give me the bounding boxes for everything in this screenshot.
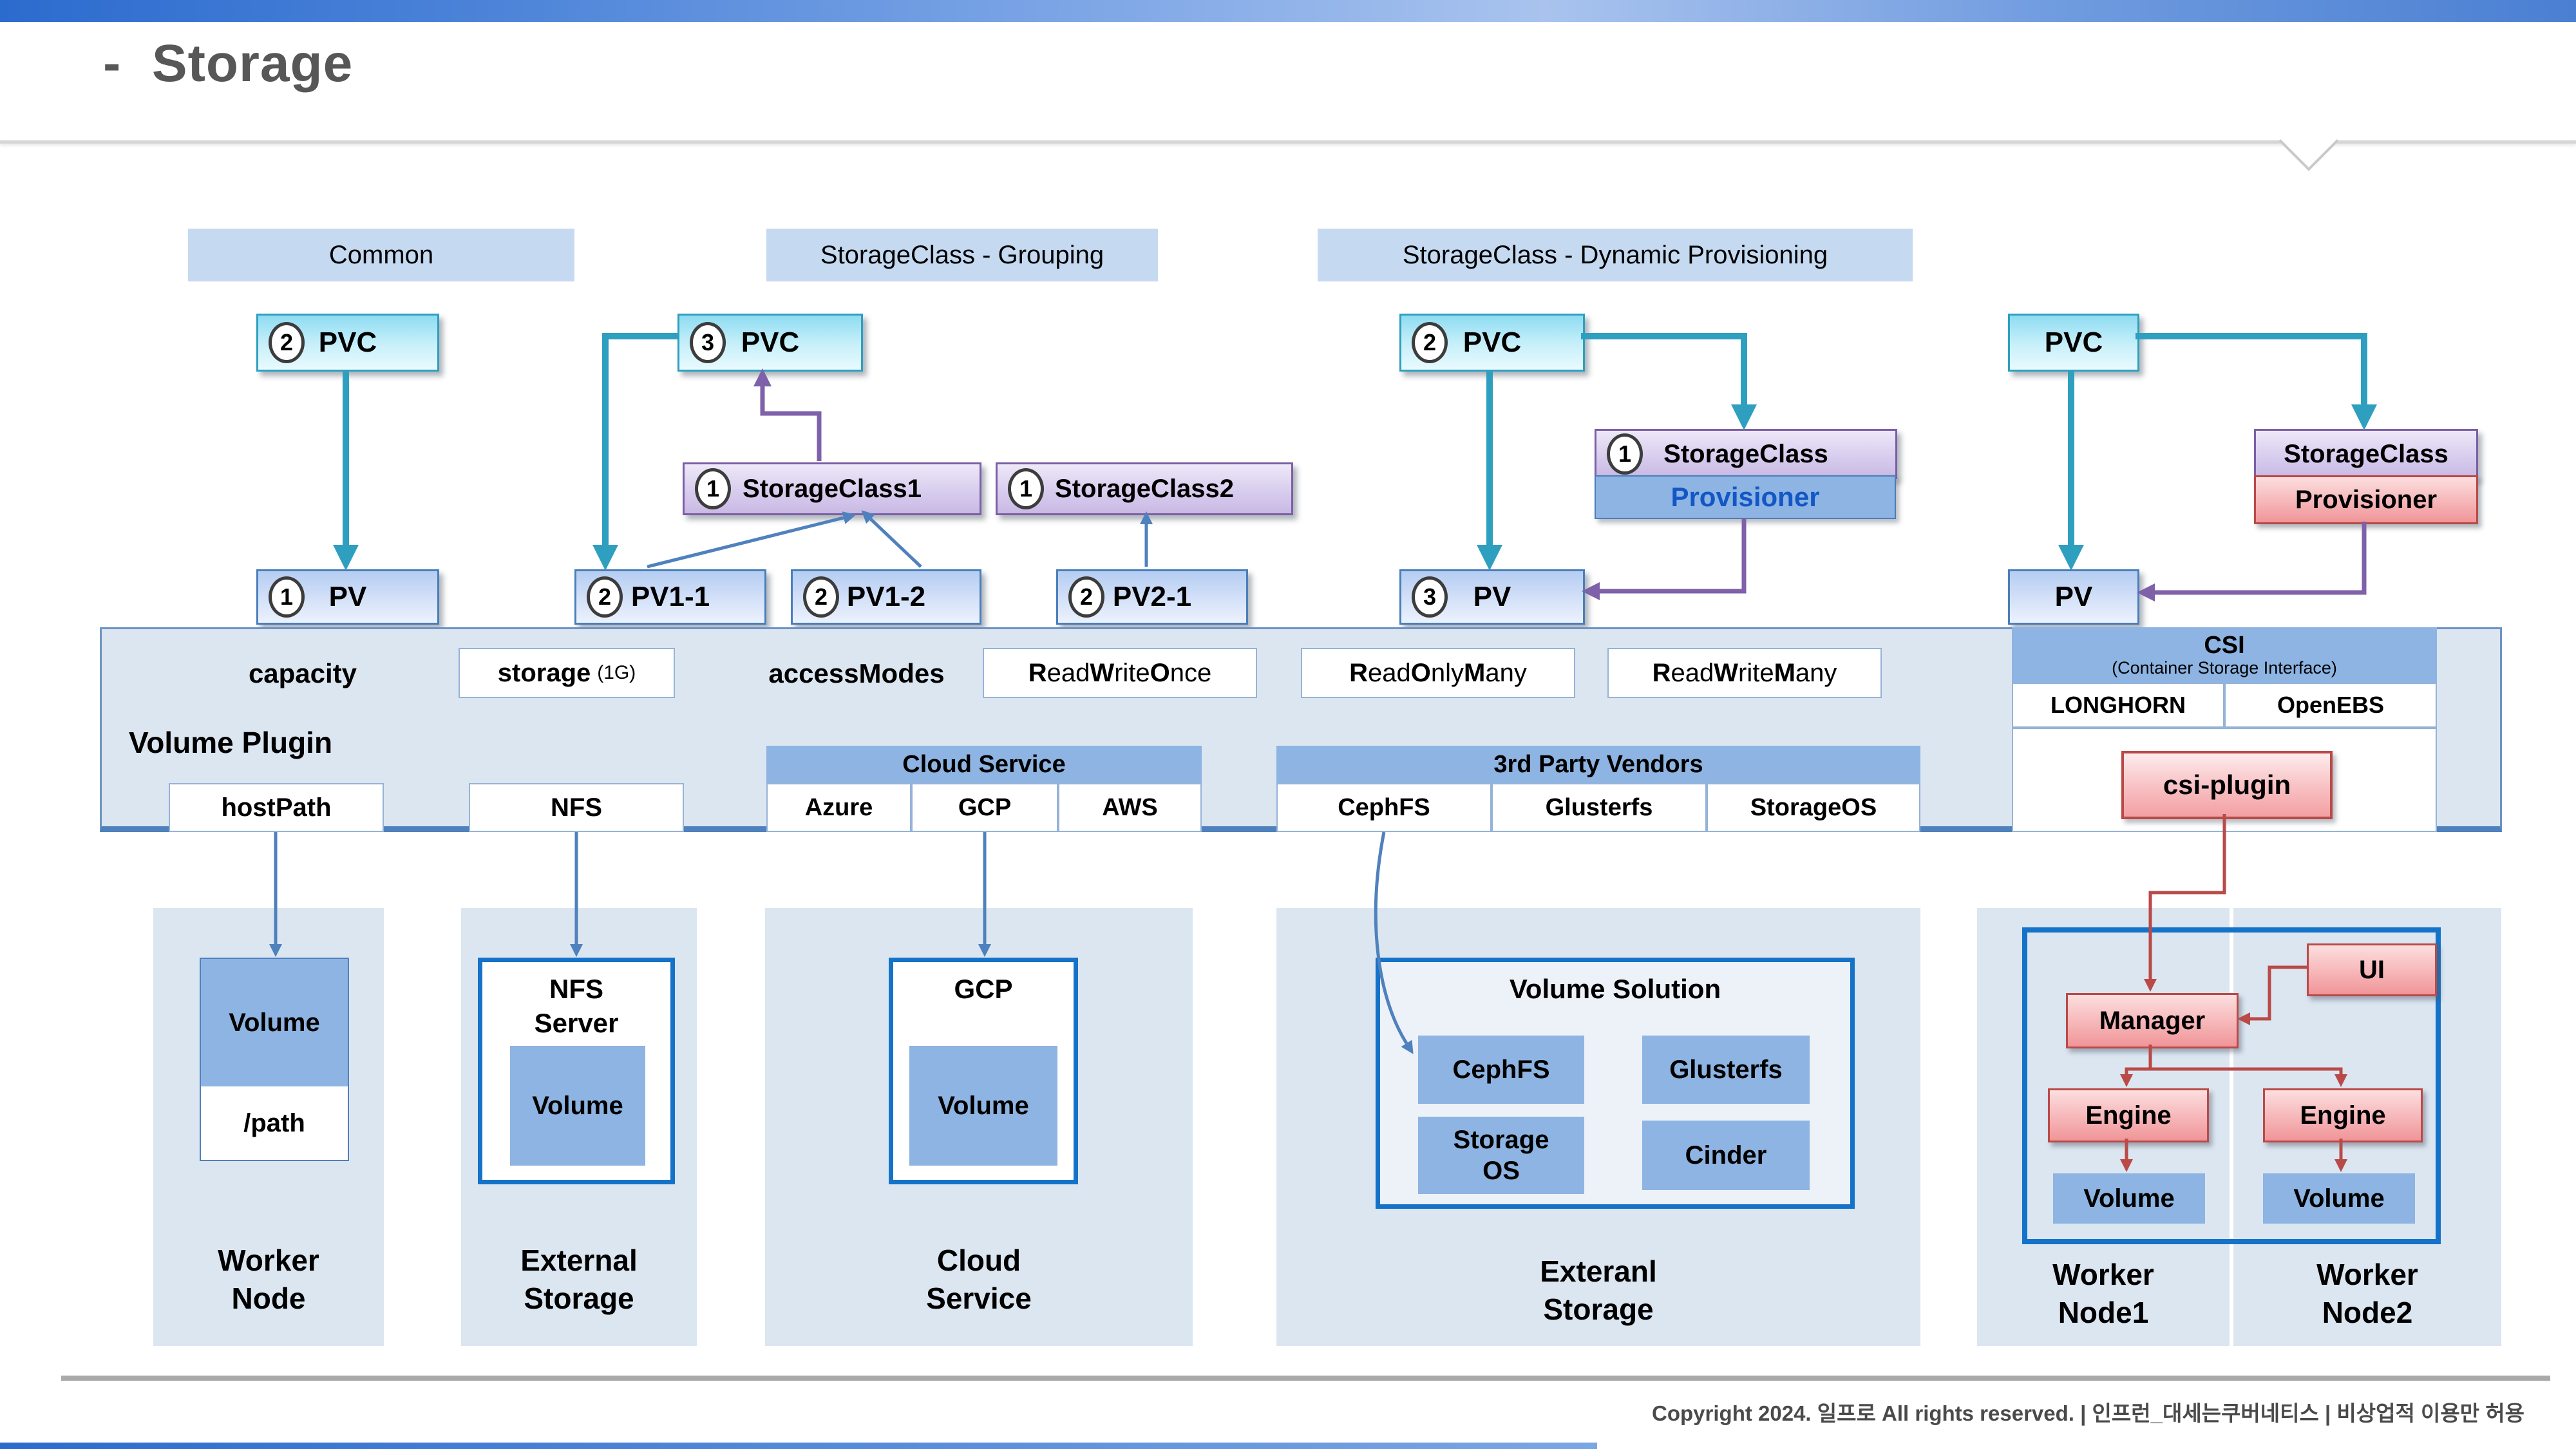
volume-box: Volume <box>510 1046 645 1166</box>
storageclass-label: StorageClass1 <box>743 474 922 503</box>
pv2-1-box: 2 PV2-1 <box>1056 569 1248 625</box>
pv1-1-box: 2 PV1-1 <box>574 569 766 625</box>
storage-key: storage <box>497 658 591 687</box>
plugin-nfs: NFS <box>469 783 684 832</box>
step-badge: 1 <box>1607 433 1643 475</box>
ui-box: UI <box>2307 943 2437 996</box>
manager-box: Manager <box>2066 993 2239 1048</box>
pvc-dynamic-box: 2 PVC <box>1399 314 1585 372</box>
csi-plugin-box: csi-plugin <box>2121 751 2333 819</box>
storageclass-dynamic-box: 1 StorageClass <box>1595 429 1897 479</box>
pv-label: PV1-2 <box>846 581 926 612</box>
step-badge: 3 <box>690 322 726 363</box>
csi-impl-openebs: OpenEBS <box>2224 683 2437 728</box>
step-badge: 2 <box>587 576 623 618</box>
storageclass1-box: 1 StorageClass1 <box>683 462 981 515</box>
step-badge: 1 <box>695 468 731 509</box>
storage-capacity-box: storage (1G) <box>459 648 675 698</box>
step-badge: 1 <box>269 576 305 618</box>
bottom-accent-bar <box>0 1443 1597 1449</box>
pvc-label: PVC <box>741 327 800 358</box>
pv-label: PV1-1 <box>630 581 710 612</box>
section-header-dynamic-provisioning: StorageClass - Dynamic Provisioning <box>1318 229 1913 281</box>
csi-impl-longhorn: LONGHORN <box>2012 683 2224 728</box>
panel-label-worker-node1: Worker Node1 <box>2052 1258 2154 1329</box>
pvc-csi-box: PVC <box>2008 314 2139 372</box>
solution-cinder: Cinder <box>1642 1121 1810 1190</box>
plugin-gcp: GCP <box>911 783 1058 832</box>
volume-box-node2: Volume <box>2263 1173 2415 1224</box>
step-badge: 3 <box>1412 576 1448 618</box>
hostpath-volume-box: Volume /path <box>200 958 349 1161</box>
access-modes-label: accessModes <box>768 658 945 688</box>
section-header-grouping: StorageClass - Grouping <box>766 229 1158 281</box>
vendors-group-header: 3rd Party Vendors <box>1276 746 1920 783</box>
pv1-2-box: 2 PV1-2 <box>791 569 981 625</box>
csi-subtitle: (Container Storage Interface) <box>2112 658 2337 677</box>
csi-group-header: CSI (Container Storage Interface) <box>2012 627 2437 683</box>
volume-box: Volume <box>909 1046 1057 1166</box>
step-badge: 1 <box>1008 468 1044 509</box>
pv-csi-box: PV <box>2008 569 2139 625</box>
volume-box: Volume <box>201 959 348 1086</box>
header-divider <box>0 140 2576 144</box>
pvc-grouping-box: 3 PVC <box>677 314 863 372</box>
pvc-label: PVC <box>1463 327 1522 358</box>
solution-storageos: Storage OS <box>1418 1117 1584 1194</box>
pvc-label: PVC <box>318 327 377 358</box>
step-badge: 2 <box>269 322 305 363</box>
cloud-service-group-header: Cloud Service <box>766 746 1202 783</box>
longhorn-cluster-box <box>2022 927 2441 1244</box>
pv-common-box: 1 PV <box>256 569 439 625</box>
panel-label-worker-node: Worker Node <box>218 1244 319 1315</box>
header-divider-notch <box>2278 111 2339 171</box>
storageclass-label: StorageClass <box>1663 439 1828 468</box>
pv-label: PV2-1 <box>1112 581 1192 612</box>
solution-glusterfs: Glusterfs <box>1642 1036 1810 1104</box>
volume-box-node1: Volume <box>2053 1173 2205 1224</box>
pv-label: PV <box>1473 581 1511 612</box>
panel-label-cloud-service: Cloud Service <box>926 1244 1032 1315</box>
plugin-storageos: StorageOS <box>1707 783 1920 832</box>
engine-box-node2: Engine <box>2263 1088 2423 1142</box>
plugin-azure: Azure <box>766 783 911 832</box>
panel-label-worker-node2: Worker Node2 <box>2316 1258 2418 1329</box>
nfs-server-title: NFS Server <box>534 974 619 1038</box>
pv-dynamic-box: 3 PV <box>1399 569 1585 625</box>
panel-label-exteranl-storage: Exteranl Storage <box>1540 1255 1657 1326</box>
top-accent-bar <box>0 0 2576 22</box>
gcp-title: GCP <box>954 974 1013 1004</box>
volume-solution-title: Volume Solution <box>1509 974 1721 1004</box>
pv-label: PV <box>328 581 367 612</box>
path-box: /path <box>243 1108 305 1137</box>
provisioner-dynamic-box: Provisioner <box>1595 475 1896 519</box>
page-title: - Storage <box>103 34 354 93</box>
storageclass-csi-box: StorageClass <box>2254 429 2478 479</box>
volume-plugin-label: Volume Plugin <box>129 726 333 759</box>
storageclass-label: StorageClass2 <box>1055 474 1234 503</box>
provisioner-csi-box: Provisioner <box>2254 475 2478 524</box>
pvc-common-box: 2 PVC <box>256 314 439 372</box>
engine-box-node1: Engine <box>2048 1088 2209 1142</box>
footer-divider <box>61 1376 2550 1381</box>
plugin-aws: AWS <box>1058 783 1202 832</box>
step-badge: 2 <box>1412 322 1448 363</box>
section-header-common: Common <box>188 229 574 281</box>
step-badge: 2 <box>803 576 839 618</box>
storageclass2-box: 1 StorageClass2 <box>996 462 1293 515</box>
csi-title: CSI <box>2204 631 2245 659</box>
step-badge: 2 <box>1068 576 1104 618</box>
plugin-glusterfs: Glusterfs <box>1492 783 1707 832</box>
panel-label-external-storage: External Storage <box>520 1244 638 1315</box>
solution-cephfs: CephFS <box>1418 1036 1584 1104</box>
capacity-label: capacity <box>248 658 357 688</box>
plugin-cephfs: CephFS <box>1276 783 1492 832</box>
copyright-text: Copyright 2024. 일프로 All rights reserved.… <box>1652 1401 2524 1425</box>
plugin-hostpath: hostPath <box>169 783 384 832</box>
storage-size: (1G) <box>597 662 636 683</box>
